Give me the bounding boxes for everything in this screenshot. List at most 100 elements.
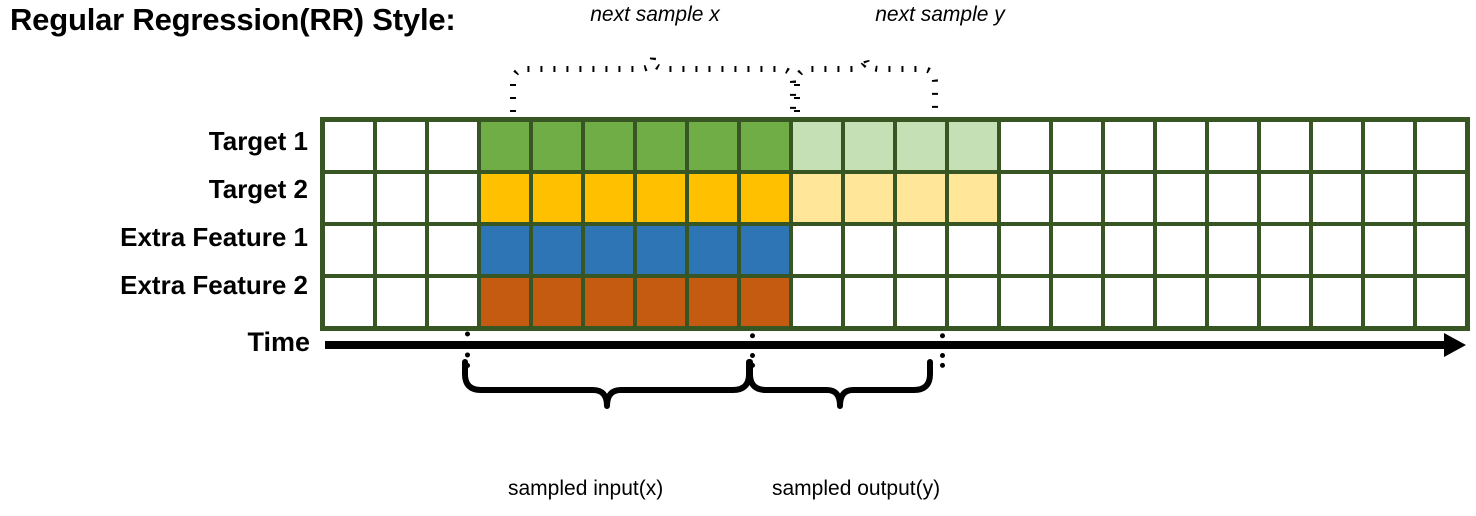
grid-cell-extra-feature-1-15 (1105, 226, 1153, 274)
grid-cell-extra-feature-2-2 (429, 278, 477, 326)
grid-cell-extra-feature-2-16 (1157, 278, 1205, 326)
dotted-brace-next-sample-x (505, 55, 805, 125)
dotted-brace-next-sample-y (789, 55, 954, 125)
grid-cell-target-2-18 (1261, 174, 1309, 222)
grid-cell-extra-feature-1-3 (481, 226, 529, 274)
grid-cell-target-2-15 (1105, 174, 1153, 222)
time-axis-arrow-icon (1444, 333, 1466, 357)
grid-cell-extra-feature-2-0 (325, 278, 373, 326)
grid-cell-target-2-14 (1053, 174, 1101, 222)
grid-cell-extra-feature-2-3 (481, 278, 529, 326)
row-label-extra-feature-2: Extra Feature 2 (120, 270, 308, 300)
grid-cell-extra-feature-1-12 (949, 226, 997, 274)
grid-cell-extra-feature-2-19 (1313, 278, 1361, 326)
grid-cell-target-2-21 (1417, 174, 1465, 222)
grid-cell-extra-feature-1-9 (793, 226, 841, 274)
caption-input-title: sampled input(x) (508, 477, 664, 501)
grid-cell-extra-feature-2-8 (741, 278, 789, 326)
grid-cell-target-1-1 (377, 122, 425, 170)
grid-cell-target-1-4 (533, 122, 581, 170)
grid-cell-target-2-16 (1157, 174, 1205, 222)
grid-cell-extra-feature-1-18 (1261, 226, 1309, 274)
grid-cell-extra-feature-2-21 (1417, 278, 1465, 326)
row-label-extra-feature-1: Extra Feature 1 (120, 222, 308, 252)
grid-cell-extra-feature-1-2 (429, 226, 477, 274)
time-axis-label: Time (247, 327, 310, 357)
grid-cell-target-2-6 (637, 174, 685, 222)
grid-cell-target-2-3 (481, 174, 529, 222)
grid-cell-target-2-13 (1001, 174, 1049, 222)
grid-cell-target-1-10 (845, 122, 893, 170)
grid-cell-target-2-1 (377, 174, 425, 222)
grid-cell-extra-feature-2-18 (1261, 278, 1309, 326)
grid-cell-extra-feature-1-10 (845, 226, 893, 274)
grid-cell-extra-feature-2-6 (637, 278, 685, 326)
grid-cell-target-2-17 (1209, 174, 1257, 222)
grid-cell-target-1-9 (793, 122, 841, 170)
caption-sampled-output: sampled output(y) horizon=4 output_featu… (772, 421, 984, 516)
grid-cell-extra-feature-1-13 (1001, 226, 1049, 274)
row-label-column: Target 1 Target 2 Extra Feature 1 Extra … (0, 117, 308, 309)
grid-cell-target-2-9 (793, 174, 841, 222)
grid-cell-extra-feature-1-11 (897, 226, 945, 274)
grid-cell-extra-feature-1-0 (325, 226, 373, 274)
grid-cell-target-1-11 (897, 122, 945, 170)
grid-cell-extra-feature-2-10 (845, 278, 893, 326)
guide-line-input-start (465, 300, 470, 368)
grid-cell-target-2-4 (533, 174, 581, 222)
grid-cell-target-1-0 (325, 122, 373, 170)
grid-cell-extra-feature-1-5 (585, 226, 633, 274)
grid-cell-target-1-6 (637, 122, 685, 170)
grid-cell-target-2-19 (1313, 174, 1361, 222)
grid-cell-extra-feature-2-5 (585, 278, 633, 326)
grid-cell-target-1-14 (1053, 122, 1101, 170)
grid-cell-extra-feature-2-7 (689, 278, 737, 326)
grid-cell-target-1-21 (1417, 122, 1465, 170)
grid-cell-extra-feature-1-6 (637, 226, 685, 274)
grid-cell-target-1-5 (585, 122, 633, 170)
grid-cell-extra-feature-2-12 (949, 278, 997, 326)
grid-cell-extra-feature-1-20 (1365, 226, 1413, 274)
time-axis-line (325, 341, 1455, 349)
page-title: Regular Regression(RR) Style: (10, 2, 456, 37)
brace-sampled-output (743, 359, 948, 418)
grid-cell-target-1-3 (481, 122, 529, 170)
annotation-next-sample-y: next sample y (875, 3, 1005, 26)
grid-cell-target-1-7 (689, 122, 737, 170)
grid-cell-extra-feature-2-15 (1105, 278, 1153, 326)
grid-cell-extra-feature-2-4 (533, 278, 581, 326)
grid-cell-target-1-15 (1105, 122, 1153, 170)
row-label-target-2: Target 2 (208, 174, 308, 204)
grid-cell-extra-feature-1-16 (1157, 226, 1205, 274)
grid-cell-extra-feature-1-17 (1209, 226, 1257, 274)
grid-cell-extra-feature-2-9 (793, 278, 841, 326)
annotation-next-sample-x: next sample x (590, 3, 720, 26)
grid-cell-target-1-20 (1365, 122, 1413, 170)
grid-cell-extra-feature-2-1 (377, 278, 425, 326)
grid-cell-extra-feature-1-1 (377, 226, 425, 274)
grid-cell-extra-feature-2-14 (1053, 278, 1101, 326)
grid-cell-target-1-8 (741, 122, 789, 170)
grid-cell-extra-feature-2-11 (897, 278, 945, 326)
grid-cell-target-1-12 (949, 122, 997, 170)
grid-cell-target-2-12 (949, 174, 997, 222)
grid-cell-target-2-11 (897, 174, 945, 222)
grid-cell-extra-feature-1-7 (689, 226, 737, 274)
grid-cell-target-1-17 (1209, 122, 1257, 170)
grid-cell-target-2-10 (845, 174, 893, 222)
grid-cell-target-1-2 (429, 122, 477, 170)
grid-cell-target-2-5 (585, 174, 633, 222)
caption-sampled-input: sampled input(x) lookback=6 input_featur… (508, 421, 707, 516)
grid-cell-target-1-19 (1313, 122, 1361, 170)
grid-cell-extra-feature-1-21 (1417, 226, 1465, 274)
grid-cell-extra-feature-1-14 (1053, 226, 1101, 274)
brace-sampled-input (458, 359, 758, 418)
grid-cell-extra-feature-2-17 (1209, 278, 1257, 326)
grid-cell-extra-feature-2-20 (1365, 278, 1413, 326)
grid-cell-target-2-0 (325, 174, 373, 222)
grid-cell-target-1-18 (1261, 122, 1309, 170)
grid-cell-target-2-2 (429, 174, 477, 222)
grid-cell-extra-feature-1-19 (1313, 226, 1361, 274)
grid-cell-extra-feature-1-4 (533, 226, 581, 274)
